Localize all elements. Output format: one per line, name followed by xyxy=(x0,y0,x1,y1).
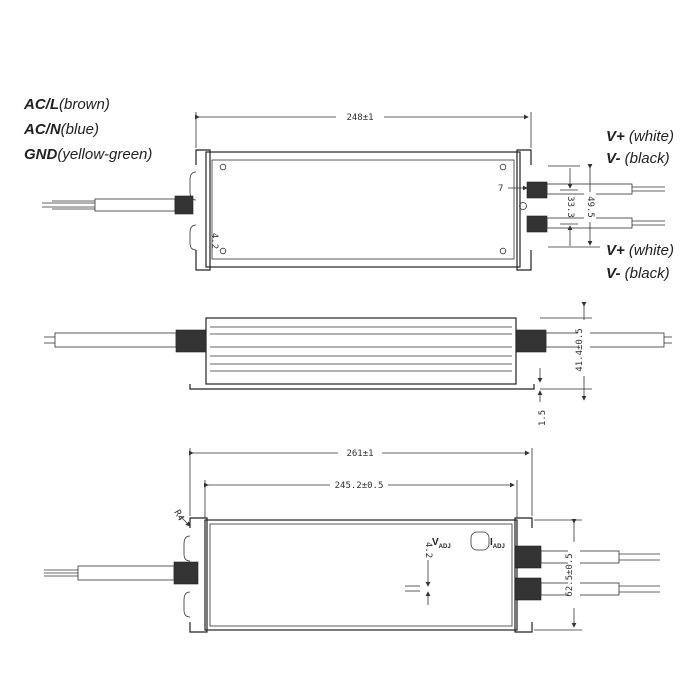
dim-bottom-hole: 4.2 xyxy=(423,542,433,558)
v-minus-bottom-label: V- (black) xyxy=(606,265,670,282)
top-view: 248±1 7 33.3 49.5 4.2 xyxy=(42,110,665,271)
v-adj-label: VADJ xyxy=(432,537,451,550)
dim-side-height: 41.4±0.5 xyxy=(575,328,585,371)
dim-top-length: 248±1 xyxy=(346,113,373,123)
ac-n-label: AC/N(blue) xyxy=(24,121,100,138)
dim-side-flange: 1.5 xyxy=(538,410,548,426)
ac-l-label: AC/L(brown) xyxy=(24,96,110,113)
gnd-label: GND(yellow-green) xyxy=(24,146,153,163)
dim-bottom-body: 245.2±0.5 xyxy=(335,481,384,491)
dim-top-mount-gap: 7 xyxy=(498,184,503,194)
i-adj-label: IADJ xyxy=(490,537,505,550)
dim-bottom-radius: R4 xyxy=(171,509,185,523)
dim-bottom-overall: 261±1 xyxy=(346,449,373,459)
v-minus-top-label: V- (black) xyxy=(606,150,670,167)
v-plus-top-label: V+ (white) xyxy=(606,128,674,145)
bottom-view: VADJ IADJ 4.2 261±1 245.2±0.5 xyxy=(44,446,660,633)
v-plus-bottom-label: V+ (white) xyxy=(606,242,674,259)
side-view: 41.4±0.5 1.5 xyxy=(44,302,672,426)
dim-top-height: 49.5 xyxy=(585,196,595,218)
dim-top-hole: 4.2 xyxy=(209,233,219,249)
dim-bottom-height: 62.5±0.5 xyxy=(565,553,575,596)
dim-top-output-pitch: 33.3 xyxy=(565,196,575,218)
